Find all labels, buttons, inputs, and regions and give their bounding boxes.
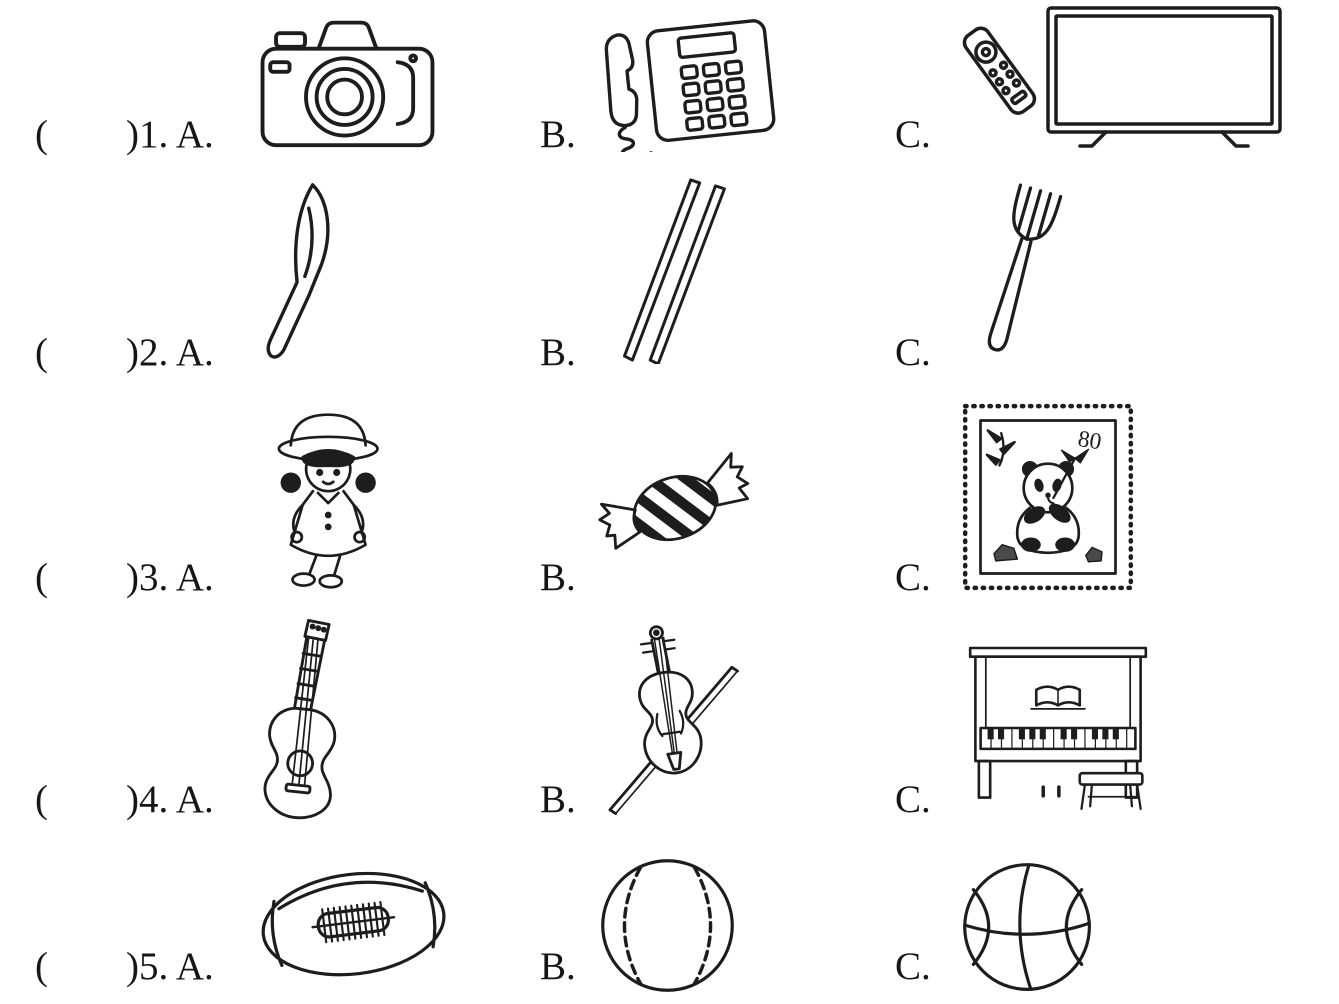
option-a-image: [235, 399, 540, 615]
doll-icon: [277, 413, 379, 589]
answer-blank-q2: ( )2. A.: [35, 331, 214, 374]
telephone-icon: [604, 19, 776, 152]
question-row-5: ( )5. A. B.: [0, 837, 1339, 1004]
option-c-image: 80: [950, 397, 1339, 615]
option-b-image: [595, 611, 895, 837]
option-a-image: [235, 618, 540, 837]
option-c-label: C.: [895, 556, 931, 599]
option-c-image: [950, 2, 1339, 172]
question-row-1: ( )1. A. B.: [0, 0, 1339, 172]
option-b-label: B.: [540, 556, 576, 599]
option-b-image: [595, 176, 895, 390]
fork-icon: [987, 183, 1063, 352]
answer-blank-q3: ( )3. A.: [35, 556, 214, 599]
option-c-label: C.: [895, 778, 931, 821]
option-c-label: C.: [895, 945, 931, 988]
option-b-image: [595, 419, 895, 615]
option-a-image: [235, 179, 540, 390]
option-b-label: B.: [540, 778, 576, 821]
stamp-denomination: 80: [1076, 426, 1103, 455]
remote-and-tv-icon: [962, 6, 1282, 148]
chopsticks-icon: [623, 178, 726, 364]
option-c-image: [950, 633, 1339, 837]
violin-icon: [608, 625, 739, 815]
piano-icon: [968, 646, 1148, 811]
guitar-icon: [263, 618, 337, 820]
piano-bench: [1078, 771, 1144, 811]
option-c-label: C.: [895, 113, 931, 156]
option-b-label: B.: [540, 945, 576, 988]
basketball-icon: [963, 863, 1091, 991]
question-row-3: ( )3. A.: [0, 390, 1339, 615]
camera-icon: [260, 20, 435, 148]
answer-blank-q1: ( )1. A.: [35, 113, 214, 156]
option-b-image: [595, 12, 895, 172]
option-a-image: [235, 12, 540, 172]
question-row-4: ( )4. A. B.: [0, 615, 1339, 837]
tv-icon: [1046, 6, 1282, 148]
option-c-image: [950, 858, 1339, 1004]
option-a-image: [235, 850, 540, 1004]
option-b-label: B.: [540, 331, 576, 374]
knife-icon: [266, 183, 330, 359]
option-c-image: [950, 179, 1339, 390]
option-c-label: C.: [895, 331, 931, 374]
question-row-2: ( )2. A. B. C.: [0, 172, 1339, 390]
baseball-icon: [601, 859, 734, 992]
panda-stamp-icon: 80: [962, 403, 1134, 591]
rugby-ball-icon: [261, 871, 446, 977]
answer-blank-q4: ( )4. A.: [35, 778, 214, 821]
candy-icon: [598, 452, 750, 550]
answer-blank-q5: ( )5. A.: [35, 945, 214, 988]
remote-icon: [962, 26, 1037, 115]
option-b-image: [595, 853, 895, 1004]
option-b-label: B.: [540, 113, 576, 156]
